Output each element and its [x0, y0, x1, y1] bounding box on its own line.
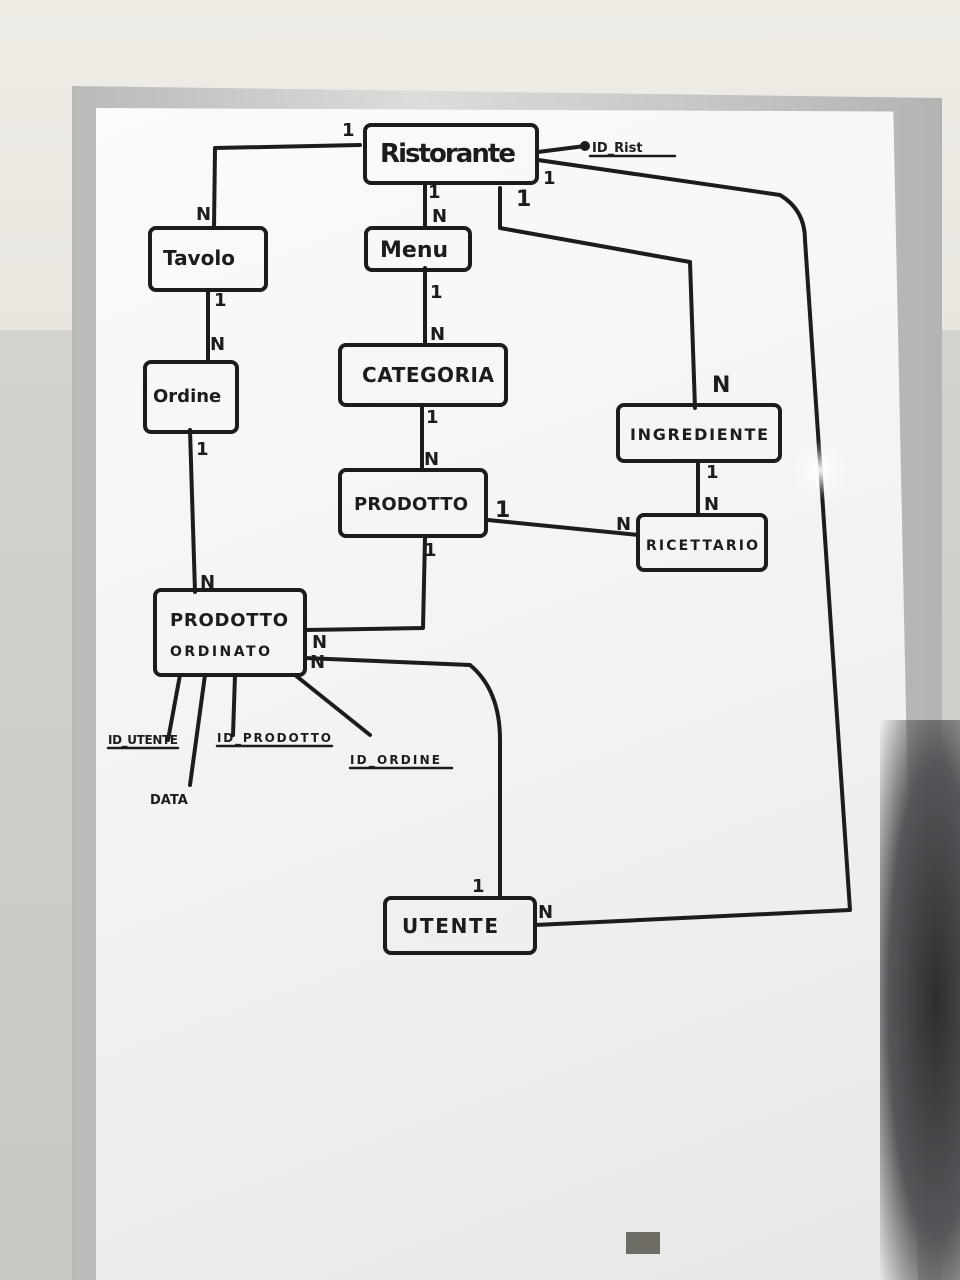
card-prod-po-prod: 1	[424, 540, 437, 561]
entity-ingrediente: INGREDIENTE	[630, 425, 768, 444]
entity-ordine: Ordine	[153, 386, 221, 407]
attribute-id-utente: ID_UTENTE	[108, 733, 178, 748]
card-rist-menu-menu: N	[432, 206, 447, 227]
line-attr-data	[188, 673, 207, 787]
card-rist-tavolo-tavolo: N	[196, 204, 211, 225]
card-cat-prod-cat: 1	[426, 407, 439, 428]
line-prodotto-ricettario	[486, 518, 640, 537]
entity-prodotto-ordinato-line2: ORDINATO	[170, 644, 270, 660]
card-rist-ingr-ingr: N	[712, 373, 730, 398]
entity-box-prodotto-ordinato	[153, 588, 307, 677]
line-ristorante-id	[536, 144, 587, 154]
card-prod-ric-ric: N	[616, 514, 631, 535]
object-shadow	[880, 720, 960, 1280]
entity-tavolo: Tavolo	[163, 246, 235, 270]
card-utente-po-po: N	[310, 652, 325, 673]
entity-ristorante: Ristorante	[380, 139, 516, 169]
card-tavolo-ordine-tavolo: 1	[214, 290, 227, 311]
card-cat-prod-prod: N	[424, 449, 439, 470]
entity-box-ricettario	[636, 513, 768, 572]
line-utente-prodottoordinato	[303, 656, 502, 900]
entity-box-prodotto	[338, 468, 488, 538]
entity-box-tavolo	[148, 226, 268, 292]
entity-utente: UTENTE	[402, 914, 498, 938]
line-attr-id-prodotto	[231, 673, 237, 737]
card-menu-cat-menu: 1	[430, 282, 443, 303]
entity-ricettario: RICETTARIO	[646, 538, 758, 554]
attribute-id-ristorante: ID_Rist	[592, 141, 643, 156]
card-prod-ric-prod: 1	[495, 498, 510, 523]
light-glare	[790, 440, 850, 500]
card-ordine-po-ordine: 1	[196, 439, 209, 460]
card-rist-ingr-rist: 1	[516, 187, 531, 212]
card-menu-cat-cat: N	[430, 324, 445, 345]
entity-box-ingrediente	[616, 403, 782, 463]
line-ristorante-ingrediente	[498, 186, 697, 410]
line-ristorante-utente	[533, 158, 852, 927]
card-rist-tavolo-rist: 1	[342, 120, 355, 141]
attribute-id-prodotto: ID_PRODOTTO	[217, 731, 331, 746]
entity-prodotto-ordinato-line1: PRODOTTO	[170, 610, 288, 631]
card-ingr-ric-ingr: 1	[706, 462, 719, 483]
entity-box-menu	[364, 226, 472, 272]
card-prod-po-po: N	[312, 632, 327, 653]
line-attr-id-utente	[166, 673, 182, 742]
card-rist-menu-rist: 1	[428, 182, 441, 203]
line-attr-id-ordine	[293, 673, 372, 737]
card-rist-utente-rist: 1	[543, 168, 556, 189]
card-utente-po-utente: 1	[472, 876, 485, 897]
board-tab	[626, 1232, 660, 1254]
entity-prodotto: PRODOTTO	[354, 494, 468, 515]
card-ingr-ric-ric: N	[704, 494, 719, 515]
attribute-id-ordine: ID_ORDINE	[350, 753, 440, 768]
card-tavolo-ordine-ordine: N	[210, 334, 225, 355]
entity-categoria: CATEGORIA	[362, 363, 495, 387]
entity-box-utente	[383, 896, 537, 955]
entity-box-categoria	[338, 343, 508, 407]
entity-menu: Menu	[380, 238, 448, 263]
entity-box-ristorante	[363, 123, 539, 185]
line-ristorante-tavolo	[212, 143, 362, 230]
attribute-data: DATA	[150, 793, 188, 808]
entity-box-ordine	[143, 360, 239, 434]
card-ordine-po-po: N	[200, 572, 215, 593]
line-ordine-prodottoordinato	[188, 428, 197, 594]
card-rist-utente-utente: N	[538, 902, 553, 923]
line-prodotto-prodottoordinato	[303, 536, 427, 632]
